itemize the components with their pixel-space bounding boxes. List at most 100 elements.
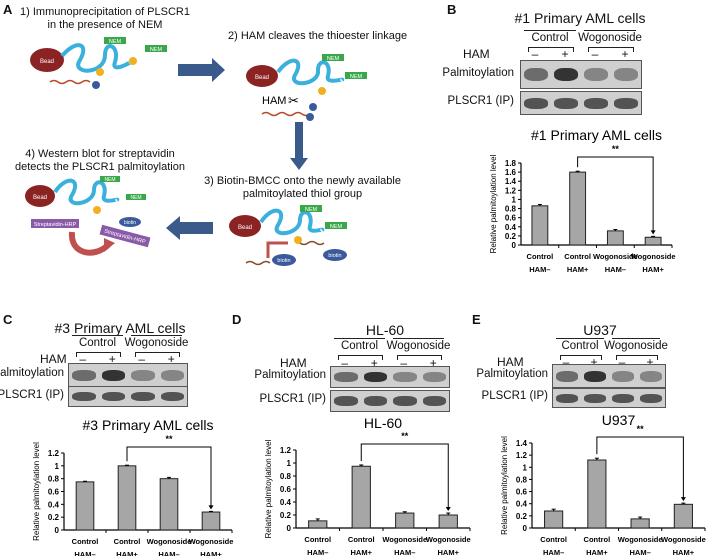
significance-label: ** — [612, 144, 620, 154]
bead-label: Bead — [33, 195, 47, 201]
protein-chain — [60, 43, 133, 73]
x-tick-label: Wogonoside — [661, 535, 706, 544]
o-atom — [306, 113, 314, 121]
ham-sign: + — [108, 352, 116, 366]
x-tick-label: HAM– — [629, 548, 650, 556]
diagram-step3: Bead NEM NEM biotin biotin — [229, 205, 347, 266]
protein-chain — [276, 58, 345, 86]
blot-band — [72, 391, 96, 402]
blot-band — [584, 393, 606, 403]
nem-tag — [345, 72, 367, 79]
y-tick-label: 1.6 — [505, 168, 517, 177]
nem-tag — [145, 45, 167, 52]
y-axis-label: Relative palmitoylation level — [500, 436, 509, 535]
ham-label: HAM — [280, 356, 307, 370]
bar — [544, 510, 564, 529]
panel-label-c: C — [3, 312, 13, 327]
y-axis-label: Relative palmitoylation level — [264, 439, 273, 538]
biotin-shape — [272, 254, 296, 266]
bead-label: Bead — [40, 59, 54, 65]
blot-band — [524, 97, 548, 109]
group-label: Control — [531, 32, 569, 44]
chart-title: U937 — [602, 412, 636, 428]
group-bracket — [76, 352, 121, 357]
blot-band — [422, 396, 446, 406]
ham-sign: – — [618, 355, 626, 369]
y-tick-label: 0.4 — [516, 500, 528, 509]
ham-sign: + — [167, 352, 175, 366]
ham-sign: + — [646, 355, 654, 369]
step3-line1: 3) Biotin-BMCC onto the newly available — [204, 175, 401, 187]
workflow-diagram: Bead NEM NEM Bead NEM NEM HAM ✂ — [25, 37, 367, 266]
y-tick-label: 0.8 — [516, 475, 528, 484]
blot-band — [584, 97, 608, 109]
x-tick-label: Control — [348, 535, 375, 544]
y-tick-label: 1 — [523, 463, 528, 472]
significance-label: ** — [401, 431, 409, 441]
blot-row-label: PLSCR1 (IP) — [447, 95, 514, 107]
protein-chain — [53, 178, 120, 206]
chart-title: HL-60 — [364, 415, 402, 431]
linker-chain — [245, 260, 271, 266]
blot-image — [552, 388, 666, 408]
blot-band — [612, 393, 634, 403]
blot-band — [131, 369, 155, 381]
nem-tag — [126, 194, 146, 200]
y-tick-label: 0 — [512, 241, 517, 250]
protein-chain — [259, 208, 325, 236]
blot-row-label: Palmitoylation — [476, 368, 548, 380]
bar — [201, 511, 221, 531]
group-bracket — [588, 47, 634, 52]
y-tick-label: 1 — [287, 459, 292, 468]
arrowhead — [208, 505, 214, 510]
blot-image — [330, 390, 450, 412]
blot-band — [334, 372, 358, 382]
ham-sign: + — [590, 355, 598, 369]
nem-tag — [325, 222, 347, 229]
significance-label: ** — [637, 424, 645, 434]
x-tick-label: HAM– — [543, 548, 564, 556]
y-tick-label: 0 — [55, 526, 60, 535]
x-tick-label: HAM+ — [586, 548, 608, 556]
y-tick-label: 0.2 — [280, 511, 292, 520]
bead-shape — [246, 65, 278, 87]
nem-label: NEM — [327, 56, 340, 62]
red-arrow — [266, 241, 288, 258]
group-label: Control — [78, 337, 117, 349]
x-tick-label: Wogonoside — [593, 252, 638, 261]
bead-label: Bead — [238, 225, 252, 231]
blot-band — [72, 369, 96, 381]
step1-text: 1) Immunoprecipitation of PLSCR1 in the … — [20, 6, 190, 32]
biotin-label: biotin — [124, 220, 136, 226]
blot-row-label: PLSCR1 (IP) — [0, 388, 64, 401]
x-tick-label: HAM+ — [642, 265, 664, 274]
y-tick-label: 0.4 — [280, 498, 292, 507]
group-underline — [334, 338, 385, 339]
nem-label: NEM — [350, 74, 363, 80]
y-tick-label: 0.2 — [48, 513, 60, 522]
blot-band — [524, 67, 548, 82]
x-tick-label: Wogonoside — [631, 252, 676, 261]
bar — [587, 459, 607, 529]
group-underline — [131, 335, 182, 336]
significance-bracket — [577, 156, 654, 234]
streptavidin-label: Streptavidin-HRP — [34, 222, 77, 228]
group-underline — [612, 338, 660, 339]
group-bracket — [397, 355, 442, 360]
ham-sign: – — [79, 352, 87, 366]
blot-band — [584, 370, 606, 382]
blot-band — [556, 370, 578, 382]
y-tick-label: 1.2 — [505, 186, 517, 195]
ham-sign: + — [370, 356, 378, 370]
blot-band — [334, 396, 358, 406]
blot-band — [363, 372, 387, 382]
blot-band — [640, 393, 662, 403]
x-tick-label: HAM– — [307, 548, 328, 556]
arrow-right-icon — [178, 58, 225, 82]
y-axis-label: Relative palmitoylation level — [32, 442, 41, 541]
o-atom — [92, 81, 100, 89]
biotin-label: biotin — [328, 253, 341, 259]
x-tick-label: Control — [540, 535, 567, 544]
chart-title: #1 Primary AML cells — [531, 127, 662, 143]
group-label: Wogonoside — [386, 340, 451, 352]
